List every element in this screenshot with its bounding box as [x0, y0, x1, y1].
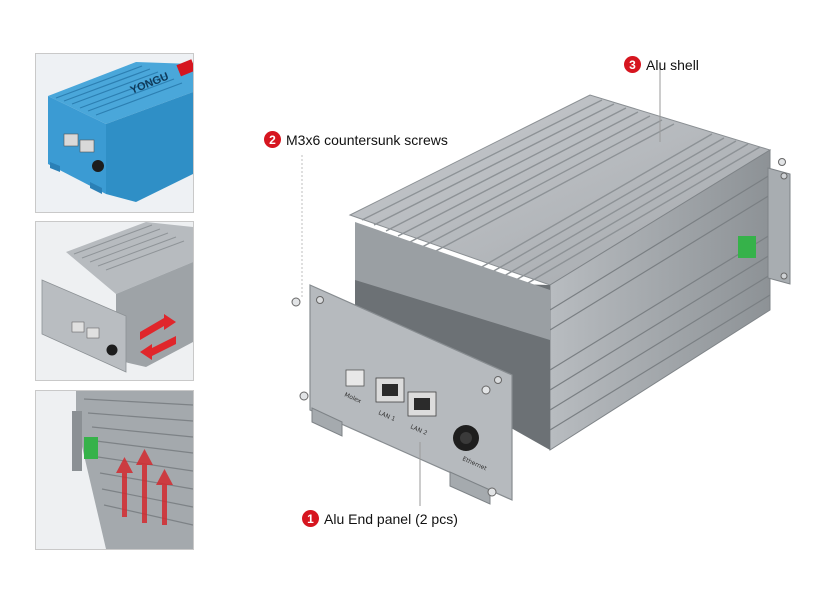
callout-number-badge: 3 — [624, 56, 641, 73]
callout-label: Alu shell — [646, 56, 699, 73]
exploded-enclosure-illustration: Molex LAN 1 LAN 2 Ethernet — [291, 68, 791, 506]
molex-connector — [345, 369, 365, 387]
callout-label: Alu End panel (2 pcs) — [324, 510, 458, 527]
terminal-block — [738, 236, 756, 258]
callout-screws: 2 M3x6 countersunk screws — [264, 131, 448, 148]
alu-end-panel: Molex LAN 1 LAN 2 Ethernet — [309, 284, 513, 505]
airflow-image — [36, 391, 193, 549]
thumbnail-slide-panel — [35, 221, 194, 381]
blue-enclosure-image: YONGU — [36, 54, 193, 212]
arrow-right-icon — [140, 314, 176, 340]
callout-end-panel: 1 Alu End panel (2 pcs) — [302, 510, 458, 527]
thumbnail-airflow — [35, 390, 194, 550]
airflow-arrows-icon — [116, 449, 173, 525]
callout-alu-shell: 3 Alu shell — [624, 56, 699, 73]
callout-number-badge: 1 — [302, 510, 319, 527]
rear-end-panel — [738, 167, 791, 285]
thumbnail-blue-enclosure: YONGU — [35, 53, 194, 213]
arrow-left-icon — [140, 336, 176, 360]
terminal-block — [84, 437, 98, 459]
slide-panel-image — [36, 222, 193, 380]
countersunk-screws — [291, 155, 786, 497]
callout-number-badge: 2 — [264, 131, 281, 148]
callout-label: M3x6 countersunk screws — [286, 131, 448, 148]
